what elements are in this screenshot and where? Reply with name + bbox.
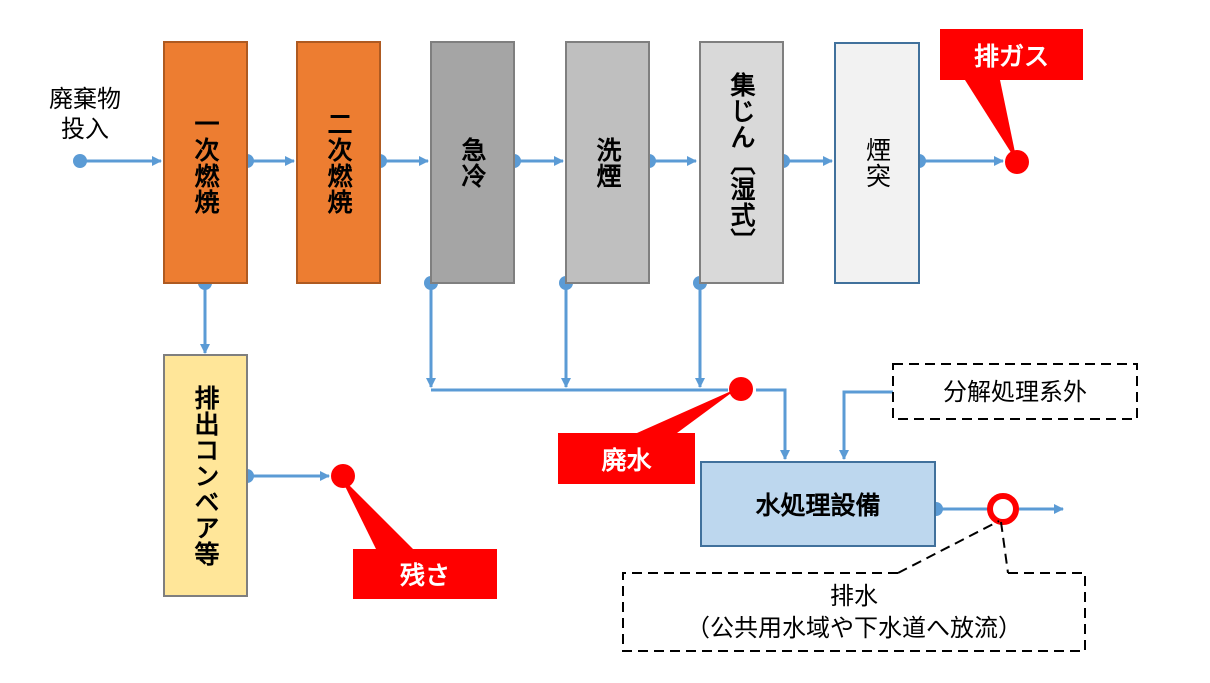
callout-residue: 残さ	[399, 561, 450, 590]
quench-box: 急冷	[430, 41, 515, 284]
waste-input-line2: 投入	[61, 115, 109, 143]
secondary-combustion-box: 二次燃焼	[296, 41, 381, 284]
callout-exhaust-gas: 排ガス	[973, 41, 1049, 71]
discharge-note-border	[622, 520, 1086, 652]
discharge-conveyor-label: 排出コンベア等	[191, 384, 220, 567]
flow-waste-water-to-treatment	[756, 388, 790, 460]
waste-input-label: 廃棄物 投入	[30, 84, 140, 144]
discharge-note-line1: 排水	[830, 582, 878, 610]
external-box-border	[892, 363, 1138, 420]
callout-waste-water: 廃水	[601, 445, 652, 475]
wet-dust-collector-box: 集じん︹湿式︺	[699, 41, 784, 284]
scrubber-box: 洗煙	[565, 41, 650, 284]
discharge-note: 排水 （公共用水域や下水道へ放流）	[623, 580, 1085, 645]
callout-exhaust-gas-shape	[940, 29, 1083, 174]
flow-external-to-treatment	[839, 390, 893, 460]
discharge-note-line2: （公共用水域や下水道へ放流）	[686, 614, 1022, 643]
waste-input-line1: 廃棄物	[49, 85, 121, 113]
quench-label: 急冷	[458, 136, 487, 189]
waste-water-point	[729, 377, 753, 401]
discharge-conveyor-box: 排出コンベア等	[163, 354, 248, 597]
scrubber-label: 洗煙	[593, 136, 622, 189]
water-treatment-box: 水処理設備	[700, 461, 936, 547]
secondary-combustion-label: 二次燃焼	[324, 110, 353, 215]
callout-waste-water-shape	[558, 377, 753, 484]
external-process-label: 分解処理系外	[943, 378, 1087, 406]
residue-point	[331, 464, 355, 488]
chimney-label: 煙突	[862, 137, 892, 189]
wet-dust-collector-label: 集じん︹湿式︺	[727, 71, 756, 254]
primary-combustion-label: 一次燃焼	[191, 110, 220, 215]
primary-combustion-box: 一次燃焼	[163, 41, 248, 284]
chimney-box: 煙突	[834, 42, 920, 284]
exhaust-gas-point	[1005, 150, 1029, 174]
callout-residue-shape	[331, 464, 497, 599]
connector-dot	[73, 154, 87, 168]
water-treatment-label: 水処理設備	[755, 491, 881, 520]
discharge-point	[987, 493, 1019, 525]
